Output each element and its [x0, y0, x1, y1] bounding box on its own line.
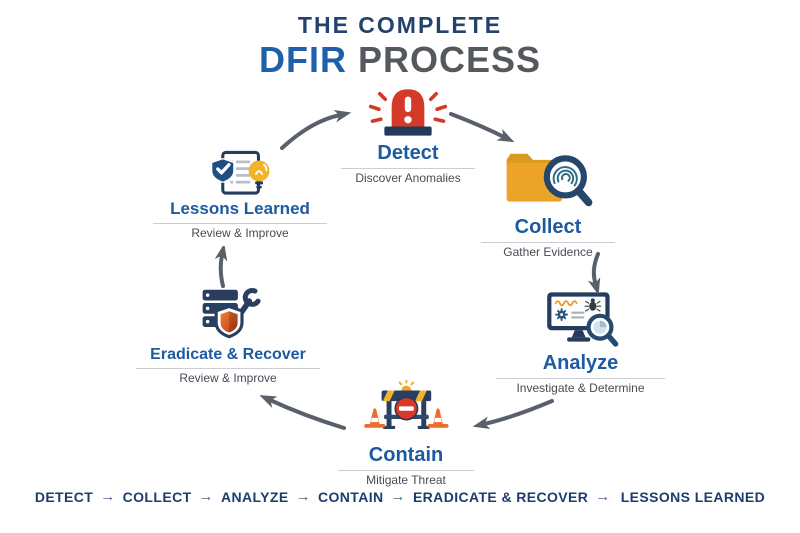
divider [496, 378, 665, 379]
arrow-right-icon: → [390, 488, 406, 505]
siren-alert-icon [333, 84, 483, 140]
step-eradicate-recover: Eradicate & Recover Review & Improve [128, 286, 328, 385]
divider [136, 367, 320, 369]
folder-fingerprint-magnifier-icon [473, 146, 623, 214]
step-subtitle: Review & Improve [179, 370, 277, 385]
arrow-eradicate-to-lessons [214, 246, 228, 288]
divider [153, 222, 327, 224]
step-subtitle: Gather Evidence [503, 245, 593, 259]
step-subtitle: Discover Anomalies [355, 171, 461, 185]
step-subtitle: Review & Improve [191, 225, 289, 240]
title-accent-dfir: DFIR [258, 39, 347, 81]
step-label: Contain [368, 444, 444, 466]
report-shield-check-lightbulb-icon [145, 150, 335, 198]
sequence-item-contain: CONTAIN [317, 488, 384, 505]
arrow-collect-to-analyze [587, 252, 601, 294]
step-label: Lessons Learned [170, 199, 310, 218]
sequence-item-detect: DETECT [34, 488, 94, 505]
divider [338, 470, 474, 471]
barricade-traffic-cones-icon [330, 380, 482, 442]
step-label: Detect [377, 142, 439, 164]
step-label: Collect [514, 216, 582, 238]
divider [481, 242, 615, 243]
monitor-malware-magnifier-icon [488, 290, 673, 350]
title-line-1: THE COMPLETE [297, 12, 503, 38]
sequence-item-lessons: LESSONS LEARNED [620, 488, 766, 505]
arrow-right-icon: → [198, 488, 214, 505]
sequence-item-collect: COLLECT [122, 488, 192, 505]
step-analyze: Analyze Investigate & Determine [488, 290, 673, 395]
server-shield-wrench-icon [128, 286, 328, 344]
arrow-analyze-to-contain [472, 399, 554, 430]
step-collect: Collect Gather Evidence [473, 146, 623, 259]
sequence-item-eradicate: ERADICATE & RECOVER [412, 488, 589, 505]
step-label: Analyze [542, 352, 619, 374]
title-process: PROCESS [357, 39, 542, 81]
arrow-right-icon: → [595, 488, 611, 505]
step-label: Eradicate & Recover [150, 346, 306, 363]
step-detect: Detect Discover Anomalies [333, 84, 483, 185]
step-lessons-learned: Lessons Learned Review & Improve [145, 150, 335, 240]
arrow-right-icon: → [100, 488, 116, 505]
process-sequence: DETECT → COLLECT → ANALYZE → CONTAIN → E… [0, 488, 800, 505]
step-contain: Contain Mitigate Threat [330, 380, 482, 487]
arrow-lessons-to-detect [280, 109, 352, 150]
divider [341, 168, 475, 169]
arrow-contain-to-eradicate [259, 395, 346, 430]
arrow-right-icon: → [295, 488, 311, 505]
sequence-item-analyze: ANALYZE [220, 488, 289, 505]
step-subtitle: Mitigate Threat [366, 473, 446, 487]
step-subtitle: Investigate & Determine [516, 381, 645, 395]
arrow-detect-to-collect [449, 112, 515, 143]
